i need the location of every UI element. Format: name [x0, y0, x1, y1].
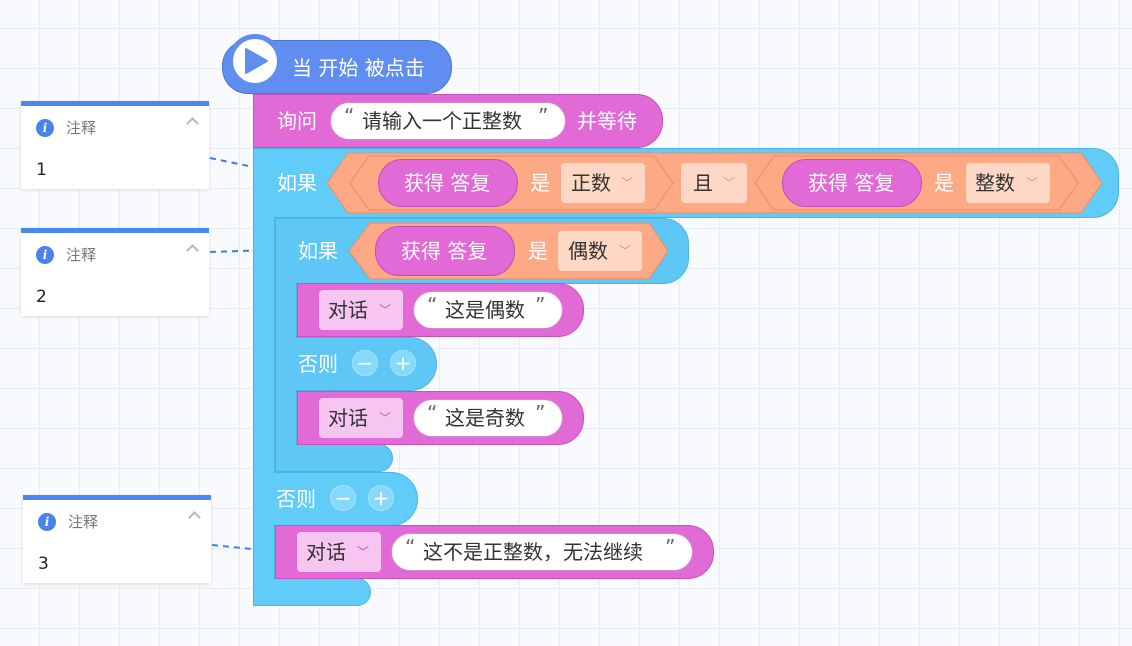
chevron-up-icon[interactable] [188, 511, 201, 524]
get-answer-label-1: 获得 答复 [404, 171, 491, 195]
close-quote: ” [535, 401, 546, 425]
chevron-down-icon: ﹀ [357, 545, 370, 559]
positive-dropdown-value: 正数 [571, 171, 611, 195]
ask-prompt-text: 请输入一个正整数 [362, 109, 522, 133]
ask-prefix-label: 询问 [277, 109, 317, 133]
say-text-1: 这是偶数 [445, 298, 525, 322]
open-quote: “ [405, 535, 416, 559]
get-answer-reporter-1[interactable] [378, 159, 518, 207]
comment-title: 注释 [66, 246, 97, 264]
say-type-dropdown-1[interactable] [319, 290, 403, 330]
get-answer-reporter-3[interactable] [375, 226, 515, 276]
if-outer-label: 如果 [277, 171, 317, 195]
chevron-up-icon[interactable] [186, 244, 199, 257]
even-dropdown[interactable] [558, 231, 642, 271]
info-icon: i [38, 513, 56, 531]
positive-dropdown[interactable] [561, 163, 645, 203]
say-text-3: 这不是正整数，无法继续 [423, 540, 643, 564]
say-type-value-2: 对话 [328, 406, 368, 430]
say-text-input-2[interactable] [413, 399, 563, 437]
ask-suffix-label: 并等待 [577, 109, 637, 133]
close-quote: ” [535, 293, 546, 317]
remove-else-button-outer[interactable]: − [330, 485, 356, 511]
comment-card-3[interactable]: i 注释 3 [23, 495, 211, 583]
is-label-1: 是 [530, 171, 550, 195]
say-text-2: 这是奇数 [445, 406, 525, 430]
info-icon: i [36, 246, 54, 264]
get-answer-reporter-2[interactable] [782, 159, 922, 207]
chevron-down-icon: ﹀ [723, 176, 736, 190]
add-else-button-outer[interactable]: + [368, 485, 394, 511]
open-quote: “ [427, 293, 438, 317]
play-icon [245, 48, 268, 74]
chevron-up-icon[interactable] [186, 117, 199, 130]
is-label-2: 是 [934, 171, 954, 195]
remove-else-button-inner[interactable]: − [352, 350, 378, 376]
hat-label: 当 开始 被点击 [292, 56, 425, 80]
say-type-dropdown-2[interactable] [319, 398, 403, 438]
play-icon-circle [228, 34, 282, 88]
get-answer-label-3: 获得 答复 [401, 239, 488, 263]
logic-operator-dropdown[interactable] [681, 163, 747, 203]
say-type-value-1: 对话 [328, 298, 368, 322]
comment-body[interactable]: 3 [38, 554, 49, 574]
say-text-input-3[interactable] [391, 533, 693, 571]
open-quote: “ [427, 401, 438, 425]
close-quote: ” [538, 104, 549, 128]
close-quote: ” [665, 535, 676, 559]
logic-operator-value: 且 [693, 171, 713, 195]
chevron-down-icon: ﹀ [621, 176, 634, 190]
comment-card-1[interactable]: i 注释 1 [21, 101, 209, 189]
chevron-down-icon: ﹀ [379, 411, 392, 425]
open-quote: “ [344, 104, 355, 128]
integer-dropdown-value: 整数 [975, 171, 1015, 195]
say-text-input-1[interactable] [413, 291, 563, 329]
info-icon: i [36, 119, 54, 137]
comment-card-2[interactable]: i 注释 2 [21, 228, 209, 316]
ask-prompt-input[interactable] [330, 102, 566, 140]
comment-body[interactable]: 1 [36, 160, 47, 180]
comment-body[interactable]: 2 [36, 287, 47, 307]
comment-title: 注释 [68, 513, 99, 531]
say-type-value-3: 对话 [306, 540, 346, 564]
add-else-button-inner[interactable]: + [390, 350, 416, 376]
else-outer-label: 否则 [276, 487, 316, 511]
say-type-dropdown-3[interactable] [297, 532, 381, 572]
is-label-3: 是 [528, 239, 548, 263]
get-answer-label-2: 获得 答复 [808, 171, 895, 195]
chevron-down-icon: ﹀ [1026, 176, 1039, 190]
else-inner-label: 否则 [298, 352, 338, 376]
integer-dropdown[interactable] [966, 163, 1050, 203]
chevron-down-icon: ﹀ [379, 303, 392, 317]
if-inner-label: 如果 [298, 239, 338, 263]
comment-title: 注释 [66, 119, 97, 137]
even-dropdown-value: 偶数 [568, 239, 608, 263]
chevron-down-icon: ﹀ [619, 244, 632, 258]
